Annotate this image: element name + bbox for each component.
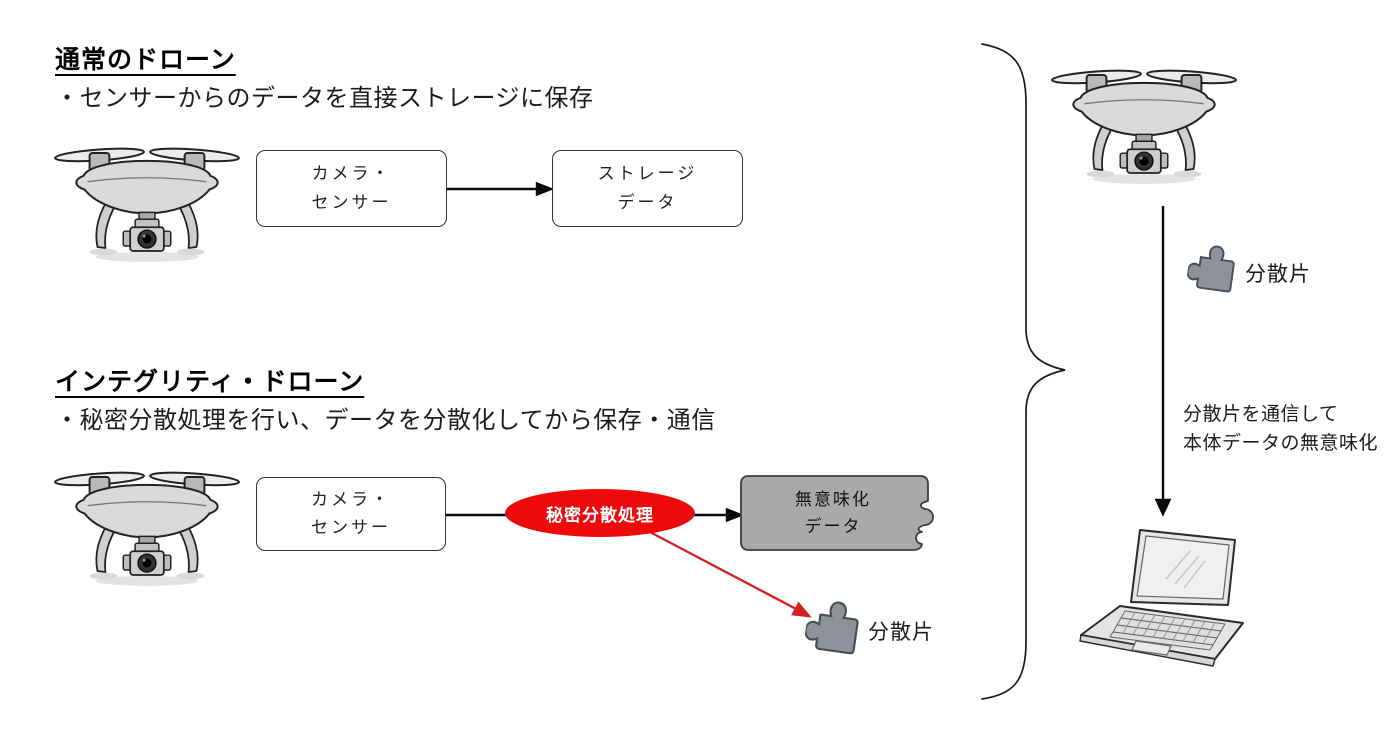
normal-drone-bullet: ・センサーからのデータを直接ストレージに保存 [55, 85, 594, 112]
meaningless-data-line1: 無意味化 [795, 490, 871, 509]
laptop-icon [1079, 529, 1244, 667]
secret-sharing-label: 秘密分散処理 [546, 505, 654, 525]
meaningless-data-box [740, 475, 934, 551]
camera-sensor-integrity-line2: センサー [311, 518, 391, 537]
camera-sensor-normal-line1: カメラ・ [311, 164, 392, 184]
integrity-drone-bullet: ・秘密分散処理を行い、データを分散化してから保存・通信 [55, 407, 716, 434]
shard-label-integrity: 分散片 [868, 621, 934, 644]
puzzle-piece-icon-shard [802, 597, 862, 655]
integrity-drone-title: インテグリティ・ドローン [55, 368, 365, 396]
meaningless-data-text: 無意味化 データ [742, 486, 924, 540]
drone-icon-normal [53, 145, 241, 263]
storage-data-line2: データ [617, 192, 678, 212]
transmission-note: 分散片を通信して 本体データの無意味化 [1183, 400, 1378, 458]
drone-icon-integrity [53, 469, 241, 587]
storage-data-box: ストレージ データ [552, 150, 743, 227]
camera-sensor-box-normal: カメラ・ センサー [256, 150, 447, 227]
red-arrow-to-shard [647, 529, 812, 618]
normal-drone-title: 通常のドローン [55, 46, 236, 74]
arrowhead-storage [535, 181, 555, 197]
curly-brace-icon [981, 43, 1066, 700]
storage-data-line1: ストレージ [597, 164, 698, 184]
transmission-note-line2: 本体データの無意味化 [1183, 433, 1379, 454]
meaningless-data-line2: データ [804, 517, 862, 537]
transmission-note-line1: 分散片を通信して [1183, 404, 1339, 425]
camera-sensor-box-integrity: カメラ・ センサー [256, 477, 446, 551]
drone-icon-right [1050, 67, 1238, 185]
camera-sensor-integrity-line1: カメラ・ [311, 489, 391, 509]
secret-sharing-ellipse: 秘密分散処理 [505, 489, 695, 537]
shard-label-right: 分散片 [1245, 263, 1311, 286]
puzzle-piece-icon-right [1184, 241, 1237, 293]
camera-sensor-normal-line2: センサー [311, 192, 392, 212]
arrowhead-laptop [1154, 498, 1172, 517]
arrowhead-meaningless [725, 507, 745, 523]
